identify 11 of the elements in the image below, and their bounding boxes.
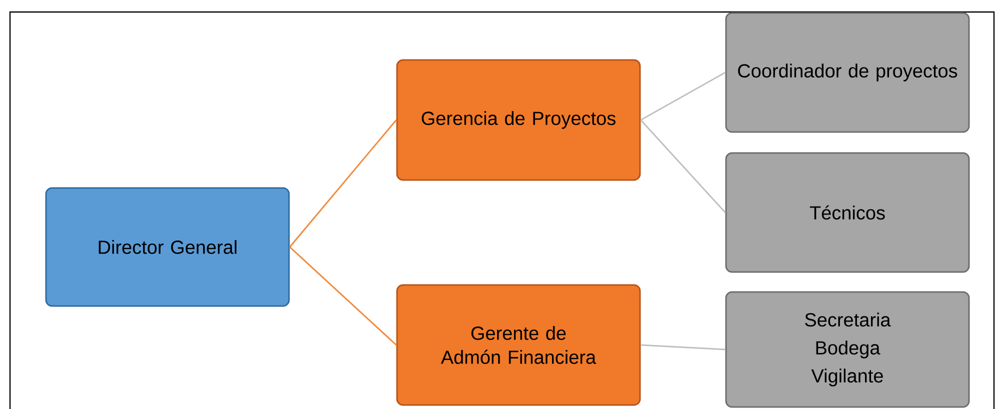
connector-line: [289, 120, 397, 248]
staff-box: Técnicos: [725, 152, 970, 273]
manager-box: Gerencia de Proyectos: [396, 59, 641, 181]
connector-line: [640, 72, 726, 121]
staff-box: Coordinador de proyectos: [725, 12, 970, 133]
connector-line: [640, 344, 726, 350]
manager-box: Gerente de Admón Financiera: [396, 284, 641, 406]
connector-line: [289, 246, 397, 346]
connector-line: [640, 119, 726, 213]
staff-box: Secretaria Bodega Vigilante: [725, 291, 970, 408]
director-box: Director General: [45, 187, 290, 307]
